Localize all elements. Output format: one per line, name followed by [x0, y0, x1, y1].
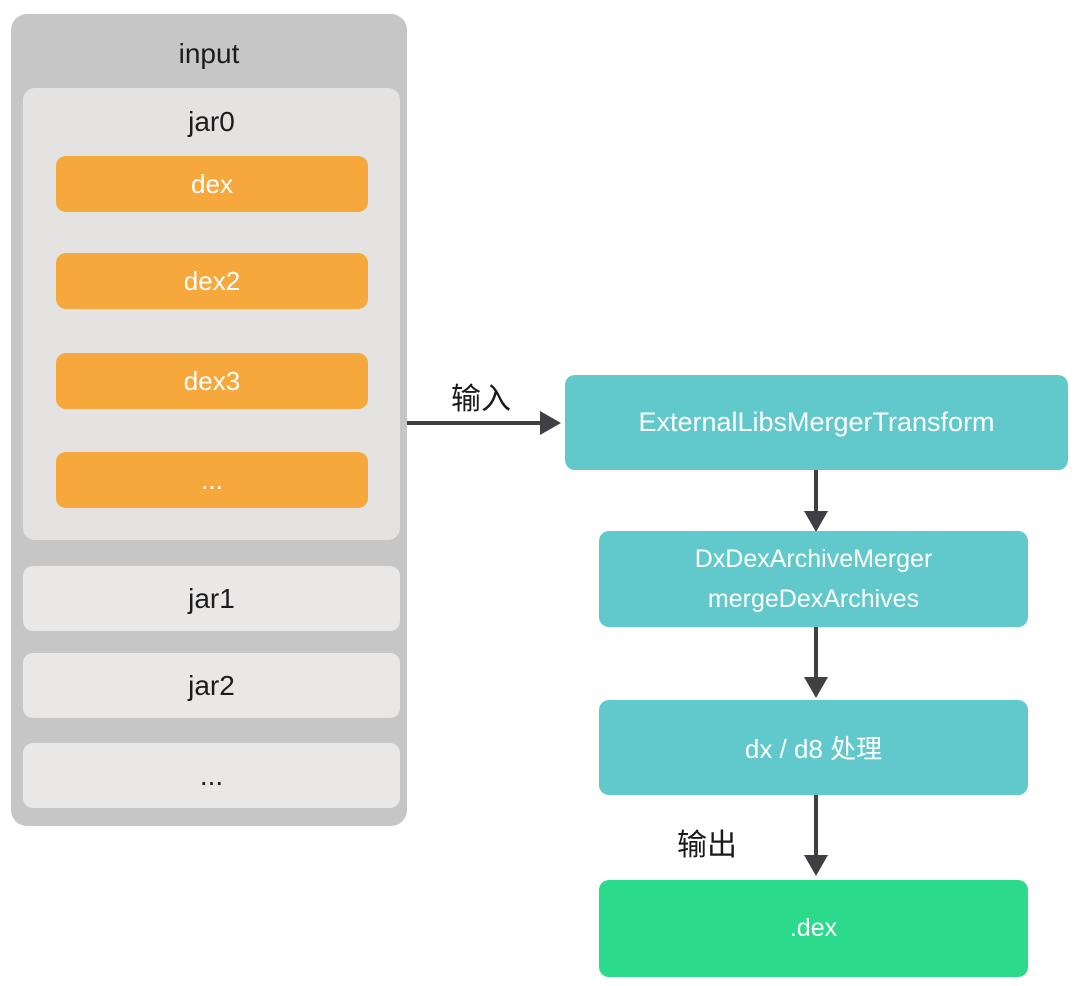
input-panel-title: input	[178, 38, 240, 69]
input-arrow-line	[407, 421, 542, 425]
node-external-libs-merger-transform: ExternalLibsMergerTransform	[565, 375, 1068, 470]
node-label-line2: mergeDexArchives	[707, 585, 920, 613]
output-arrow-line	[814, 795, 818, 857]
node-label-line1: DxDexArchiveMerger	[694, 545, 933, 573]
output-arrow-label: 输出	[677, 829, 737, 862]
input-arrow-label: 输入	[451, 383, 511, 416]
input-arrow-head	[540, 411, 561, 435]
jar0-title: jar0	[188, 106, 235, 137]
jar-strip-jar1: jar1	[23, 566, 400, 631]
arrow-head	[804, 511, 828, 532]
dex-item: dex	[56, 156, 368, 212]
arrow-head	[804, 677, 828, 698]
dex-item: dex3	[56, 353, 368, 409]
node-dx-dex-archive-merger: DxDexArchiveMerger mergeDexArchives	[599, 531, 1028, 627]
arrow-line	[814, 470, 818, 514]
dex-item-more: ...	[56, 452, 368, 508]
arrow-line	[814, 627, 818, 679]
dex-item: dex2	[56, 253, 368, 309]
output-arrow-head	[804, 855, 828, 876]
jar-strip-more: ...	[23, 743, 400, 808]
jar0-group: jar0 dex dex2 dex3 ...	[23, 88, 400, 540]
input-panel: input jar0 dex dex2 dex3 ... jar1 jar2 .…	[11, 14, 407, 826]
node-dex-output: .dex	[599, 880, 1028, 977]
node-dx-d8-processing: dx / d8 处理	[599, 700, 1028, 795]
jar-strip-jar2: jar2	[23, 653, 400, 718]
